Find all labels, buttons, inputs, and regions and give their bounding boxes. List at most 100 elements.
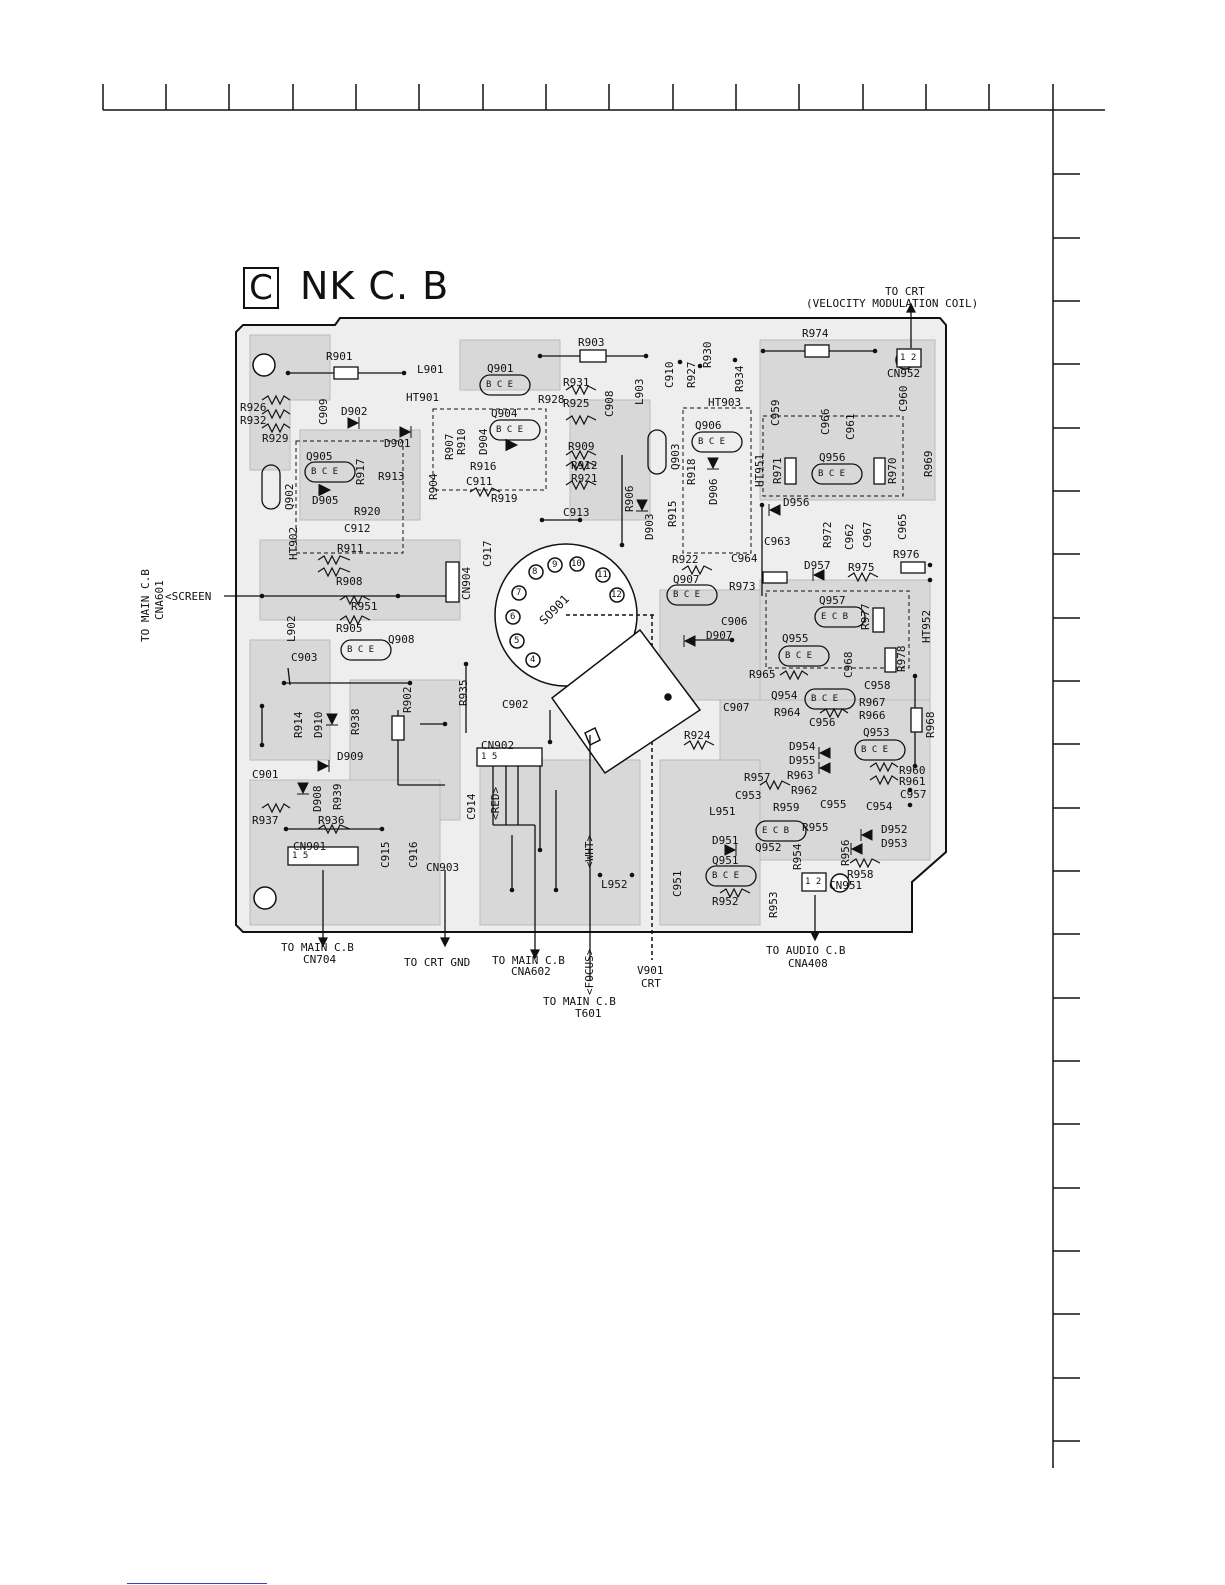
ref-l901: L901 <box>417 363 444 376</box>
ref-c956: C956 <box>809 716 836 729</box>
ref-r939: R939 <box>331 783 344 811</box>
ref-d902: D902 <box>341 405 368 418</box>
q954-pins: B C E <box>811 694 839 704</box>
ref-l951: L951 <box>709 805 736 818</box>
ref-r926: R926 <box>240 401 267 414</box>
ref-c951: C951 <box>671 870 684 898</box>
focus-label: <FOCUS> <box>583 948 596 995</box>
ref-c917: C917 <box>481 540 494 568</box>
ref-l952: L952 <box>601 878 628 891</box>
ref-d955: D955 <box>789 754 816 767</box>
ref-c964: C964 <box>731 552 758 565</box>
ref-r964: R964 <box>774 706 801 719</box>
arrows <box>318 302 916 960</box>
ref-r952: R952 <box>712 895 739 908</box>
ref-r922: R922 <box>672 553 699 566</box>
ref-ht902: HT902 <box>287 526 300 560</box>
q905-pins: B C E <box>311 467 339 477</box>
ref-r932: R932 <box>240 414 267 427</box>
ref-r911: R911 <box>337 542 364 555</box>
ref-d951: D951 <box>712 834 739 847</box>
ref-ht952: HT952 <box>920 609 933 643</box>
ref-r909: R909 <box>568 440 595 453</box>
transistor-outlines <box>261 374 906 887</box>
crt-socket <box>494 543 702 960</box>
red-label: <RED> <box>489 786 502 820</box>
ref-r938: R938 <box>349 708 362 736</box>
ref-d953: D953 <box>881 837 908 850</box>
q906-pins: B C E <box>698 437 726 447</box>
ref-d909: D909 <box>337 750 364 763</box>
ref-q906: Q906 <box>695 419 722 432</box>
ref-r967: R967 <box>859 696 886 709</box>
ref-q904: Q904 <box>491 407 518 420</box>
ref-q951: Q951 <box>712 854 739 867</box>
ref-c962: C962 <box>843 523 856 551</box>
socket-pin-6: 6 <box>510 612 516 622</box>
ref-r906: R906 <box>623 485 636 513</box>
ref-r907: R907 <box>443 433 456 461</box>
ref-r924: R924 <box>684 729 711 742</box>
ref-r914: R914 <box>292 711 305 739</box>
socket-pin-9: 9 <box>552 560 558 570</box>
velocity-label-top: TO CRT <box>885 285 925 298</box>
ref-r920: R920 <box>354 505 381 518</box>
ref-r930: R930 <box>701 341 714 369</box>
ref-r934: R934 <box>733 365 746 393</box>
q908-pins: B C E <box>347 645 375 655</box>
ref-r957: R957 <box>744 771 771 784</box>
ref-cn904: CN904 <box>460 566 473 600</box>
socket-pin-10: 10 <box>571 559 582 569</box>
ref-r927: R927 <box>685 361 698 389</box>
ref-q902: Q902 <box>283 483 296 511</box>
ref-r954: R954 <box>791 843 804 871</box>
ref-c967: C967 <box>861 521 874 549</box>
ref-r908: R908 <box>336 575 363 588</box>
ref-r976: R976 <box>893 548 920 561</box>
ref-d903: D903 <box>643 513 656 541</box>
socket-pin-8: 8 <box>532 567 538 577</box>
ref-r931: R931 <box>563 376 590 389</box>
ref-q957: Q957 <box>819 594 846 607</box>
q907-pins: B C E <box>673 590 701 600</box>
ref-d957: D957 <box>804 559 831 572</box>
ref-c907: C907 <box>723 701 750 714</box>
ref-c903: C903 <box>291 651 318 664</box>
resistor-boxes <box>333 344 926 741</box>
ref-c912: C912 <box>344 522 371 535</box>
ref-r919: R919 <box>491 492 518 505</box>
ref-l902: L902 <box>285 615 298 643</box>
ref-q955: Q955 <box>782 632 809 645</box>
ref-c968: C968 <box>842 651 855 679</box>
ref-c966: C966 <box>819 408 832 436</box>
ref-c963: C963 <box>764 535 791 548</box>
ref-q954: Q954 <box>771 689 798 702</box>
ref-d956: D956 <box>783 496 810 509</box>
v901-label-2: CRT <box>641 977 661 990</box>
cn902-pins: 1 5 <box>481 752 498 762</box>
t601-label-2: T601 <box>575 1007 602 1020</box>
board-title: NK C. B <box>300 264 450 308</box>
t601-label-1: TO MAIN C.B <box>543 995 616 1008</box>
ref-c958: C958 <box>864 679 891 692</box>
ref-r956: R956 <box>839 839 852 867</box>
ref-q956: Q956 <box>819 451 846 464</box>
ref-c954: C954 <box>866 800 893 813</box>
ref-r913: R913 <box>378 470 405 483</box>
ref-d908: D908 <box>311 785 324 813</box>
ref-c911: C911 <box>466 475 493 488</box>
ref-d910: D910 <box>312 711 325 739</box>
velocity-label-bottom: (VELOCITY MODULATION COIL) <box>806 297 979 310</box>
ref-r962: R962 <box>791 784 818 797</box>
ref-d907: D907 <box>706 629 733 642</box>
q957-pins: E C B <box>821 612 849 622</box>
ref-c961: C961 <box>844 413 857 441</box>
ref-r916: R916 <box>470 460 497 473</box>
q901-pins: B C E <box>486 380 514 390</box>
q904-pins: B C E <box>496 425 524 435</box>
ref-c915: C915 <box>379 841 392 869</box>
ref-r929: R929 <box>262 432 289 445</box>
ref-c902: C902 <box>502 698 529 711</box>
ref-c955: C955 <box>820 798 847 811</box>
small-parts <box>261 384 899 899</box>
